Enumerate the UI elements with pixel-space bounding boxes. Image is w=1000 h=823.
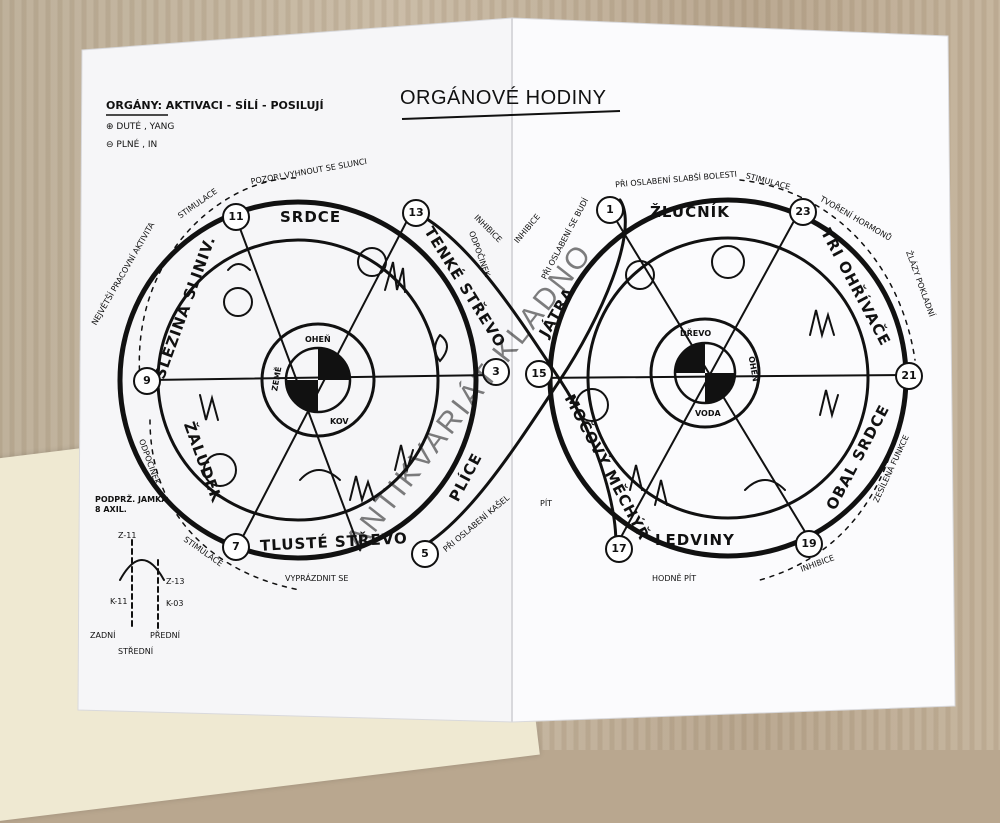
axis-label: STŘEDNÍ <box>118 647 154 656</box>
element-label-drevo: DŘEVO <box>680 329 712 338</box>
note-slabsi-bolesti: PŘI OSLABENÍ SLABŠÍ BOLESTI <box>614 169 738 190</box>
element-label-ohen-right: OHEŇ <box>746 355 760 383</box>
sketch-face <box>711 245 745 279</box>
element-label-voda: VODA <box>695 409 721 418</box>
hour-marker: 9 <box>133 367 161 395</box>
right-clock-center-ring <box>649 317 761 429</box>
note-vyprazdnit: VYPRÁZDNIT SE <box>285 574 349 583</box>
crossing-arc <box>413 210 618 552</box>
axis-label: K-03 <box>166 599 184 608</box>
note-aktivita: NEJVĚTŠÍ PRACOVNÍ AKTIVITA <box>89 220 157 327</box>
sketch-face <box>625 260 655 290</box>
page-title: ORGÁNOVÉ HODINY <box>400 87 607 109</box>
sketch-face <box>575 388 609 422</box>
legend-heading: ORGÁNY: AKTIVACI - SÍLÍ - POSILUJÍ <box>106 99 324 112</box>
note-kasel: PŘI OSLABENÍ KAŠEL <box>441 493 512 554</box>
axis-label: PŘEDNÍ <box>150 631 180 640</box>
organ-label-mocovy-mechyr: MOČOVÝ MĚCHÝŘ <box>560 391 654 544</box>
sketch-figure <box>223 287 253 317</box>
axis-note-heading: PODPRŽ. JAMKA 8 AXIL. <box>95 495 168 515</box>
sketch-figure <box>227 263 251 271</box>
hour-marker: 13 <box>402 199 430 227</box>
axis-label: K-11 <box>110 597 128 606</box>
sketch-hand <box>819 389 839 419</box>
axis-label: Z-11 <box>118 531 137 540</box>
organ-label-tenke-strevo: TENKÉ STŘEVO <box>420 223 510 351</box>
hour-marker: 15 <box>525 360 553 388</box>
organ-label-zaludek: ŽALUDEK <box>179 419 226 506</box>
note-zlazy: ŽLÁZY POKLADNÍ <box>904 249 937 319</box>
sketch-foot <box>654 479 668 506</box>
note-pit: PÍT <box>540 499 553 508</box>
note-stimulace-right: STIMULACE <box>744 171 792 192</box>
left-center-yin-yang <box>286 348 350 412</box>
organ-label-srdce: SRDCE <box>280 208 342 226</box>
organ-label-plice: PLÍCE <box>445 449 486 505</box>
hour-marker: 17 <box>605 535 633 563</box>
inhibice-arc <box>759 419 901 581</box>
note-stimulace: STIMULACE <box>176 186 219 221</box>
note-odpocinek-right: ODPOČINEK <box>466 229 492 278</box>
organ-label-zlucnik: ŽLUČNÍK <box>650 203 730 221</box>
organ-label-ledviny: LEDVINY <box>655 531 735 549</box>
sketch-hand <box>384 261 406 293</box>
sketch-ear <box>434 334 448 363</box>
hour-marker: 23 <box>789 198 817 226</box>
organ-label-tri-ohrivace: TŘI OHŘÍVAČE <box>817 225 895 350</box>
element-label-zeme: ZEMĚ <box>270 365 284 392</box>
organ-label-slezina: SLEZINA SLINIV. <box>150 233 220 382</box>
stimulace-arc <box>138 177 301 381</box>
sketch-hand <box>199 394 219 421</box>
right-center-yin-yang <box>675 343 735 403</box>
left-clock-outer-ring <box>117 199 479 561</box>
element-label-ohen: OHEŇ <box>305 335 331 344</box>
hour-marker: 7 <box>222 533 250 561</box>
hour-marker: 11 <box>222 203 250 231</box>
organ-label-tluste-strevo: TLUSTÉ STŘEVO <box>259 529 409 555</box>
note-pozor: POZOR! VYHNOUT SE SLUNCI <box>250 156 368 187</box>
sketch-foot <box>629 464 643 491</box>
axis-label: ZADNÍ <box>90 631 116 640</box>
element-label-kov: KOV <box>330 417 349 426</box>
axis-label: Z-13 <box>166 577 185 586</box>
left-clock-spoke <box>237 214 411 547</box>
hour-marker: 19 <box>795 530 823 558</box>
legend-line-solid: ⊖ PLNÉ , IN <box>106 140 158 150</box>
note-stimulace: STIMULACE <box>181 534 225 569</box>
note-hodne-pit: HODNĚ PÍT <box>652 574 697 583</box>
sketch-face <box>299 469 341 481</box>
title-underline <box>401 110 621 120</box>
hour-marker: 21 <box>895 362 923 390</box>
document-sheet <box>77 17 956 723</box>
note-inhibice-right: INHIBICE <box>512 212 542 246</box>
sketch-hand <box>809 309 835 339</box>
legend-line-hollow: ⊕ DUTÉ , YANG <box>106 122 175 132</box>
note-odpocinek: ODPOČINEK <box>136 437 162 486</box>
hour-marker: 5 <box>411 540 439 568</box>
hour-marker: 1 <box>596 196 624 224</box>
stimulace-arc <box>739 179 916 361</box>
sketch-hand <box>394 444 414 474</box>
sketch-hand <box>357 247 387 277</box>
sketch-hand <box>349 475 375 504</box>
hour-marker: 3 <box>482 358 510 386</box>
sketch-face <box>203 453 237 487</box>
text-overlay: ORGÁNOVÉ HODINY ORGÁNY: AKTIVACI - SÍLÍ … <box>89 87 937 656</box>
axis-diagram-arch <box>119 559 165 581</box>
sketch-figure <box>744 479 786 491</box>
note-zesilena-funkce: ZESÍLENÁ FUNKCE <box>871 433 911 504</box>
